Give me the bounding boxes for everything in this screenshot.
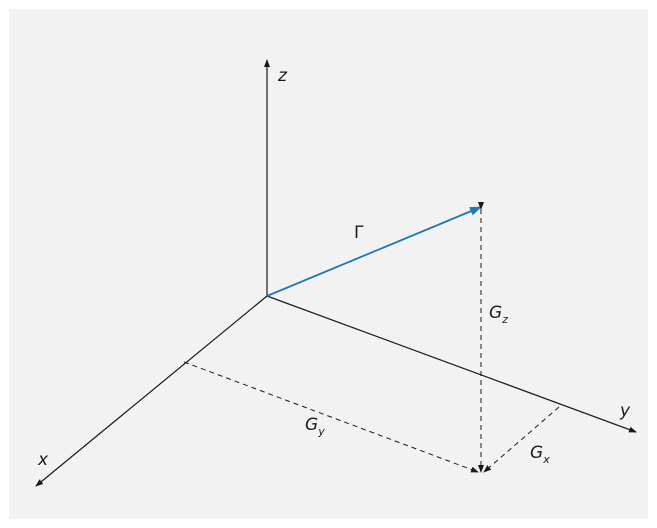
- z-axis-label: z: [277, 66, 288, 86]
- gx-dashed-line: [483, 406, 560, 473]
- y-axis: [266, 295, 637, 433]
- gx-label-base: G: [530, 443, 543, 463]
- gz-label: Gz: [489, 303, 508, 326]
- gy-label-base: G: [305, 415, 318, 435]
- gx-label-sub: x: [542, 453, 550, 466]
- gy-dashed-line: [183, 361, 479, 473]
- gy-label: Gy: [305, 415, 325, 438]
- gamma-vector: [266, 206, 482, 297]
- diagram-frame: [9, 9, 648, 519]
- gy-label-sub: y: [317, 425, 325, 438]
- x-axis-label: x: [37, 450, 49, 470]
- x-axis: [35, 295, 268, 487]
- gz-label-base: G: [489, 303, 502, 323]
- gz-label-sub: z: [501, 313, 508, 326]
- y-axis-label: y: [619, 401, 631, 421]
- gx-label: Gx: [530, 443, 550, 466]
- gamma-label: Γ: [354, 223, 364, 243]
